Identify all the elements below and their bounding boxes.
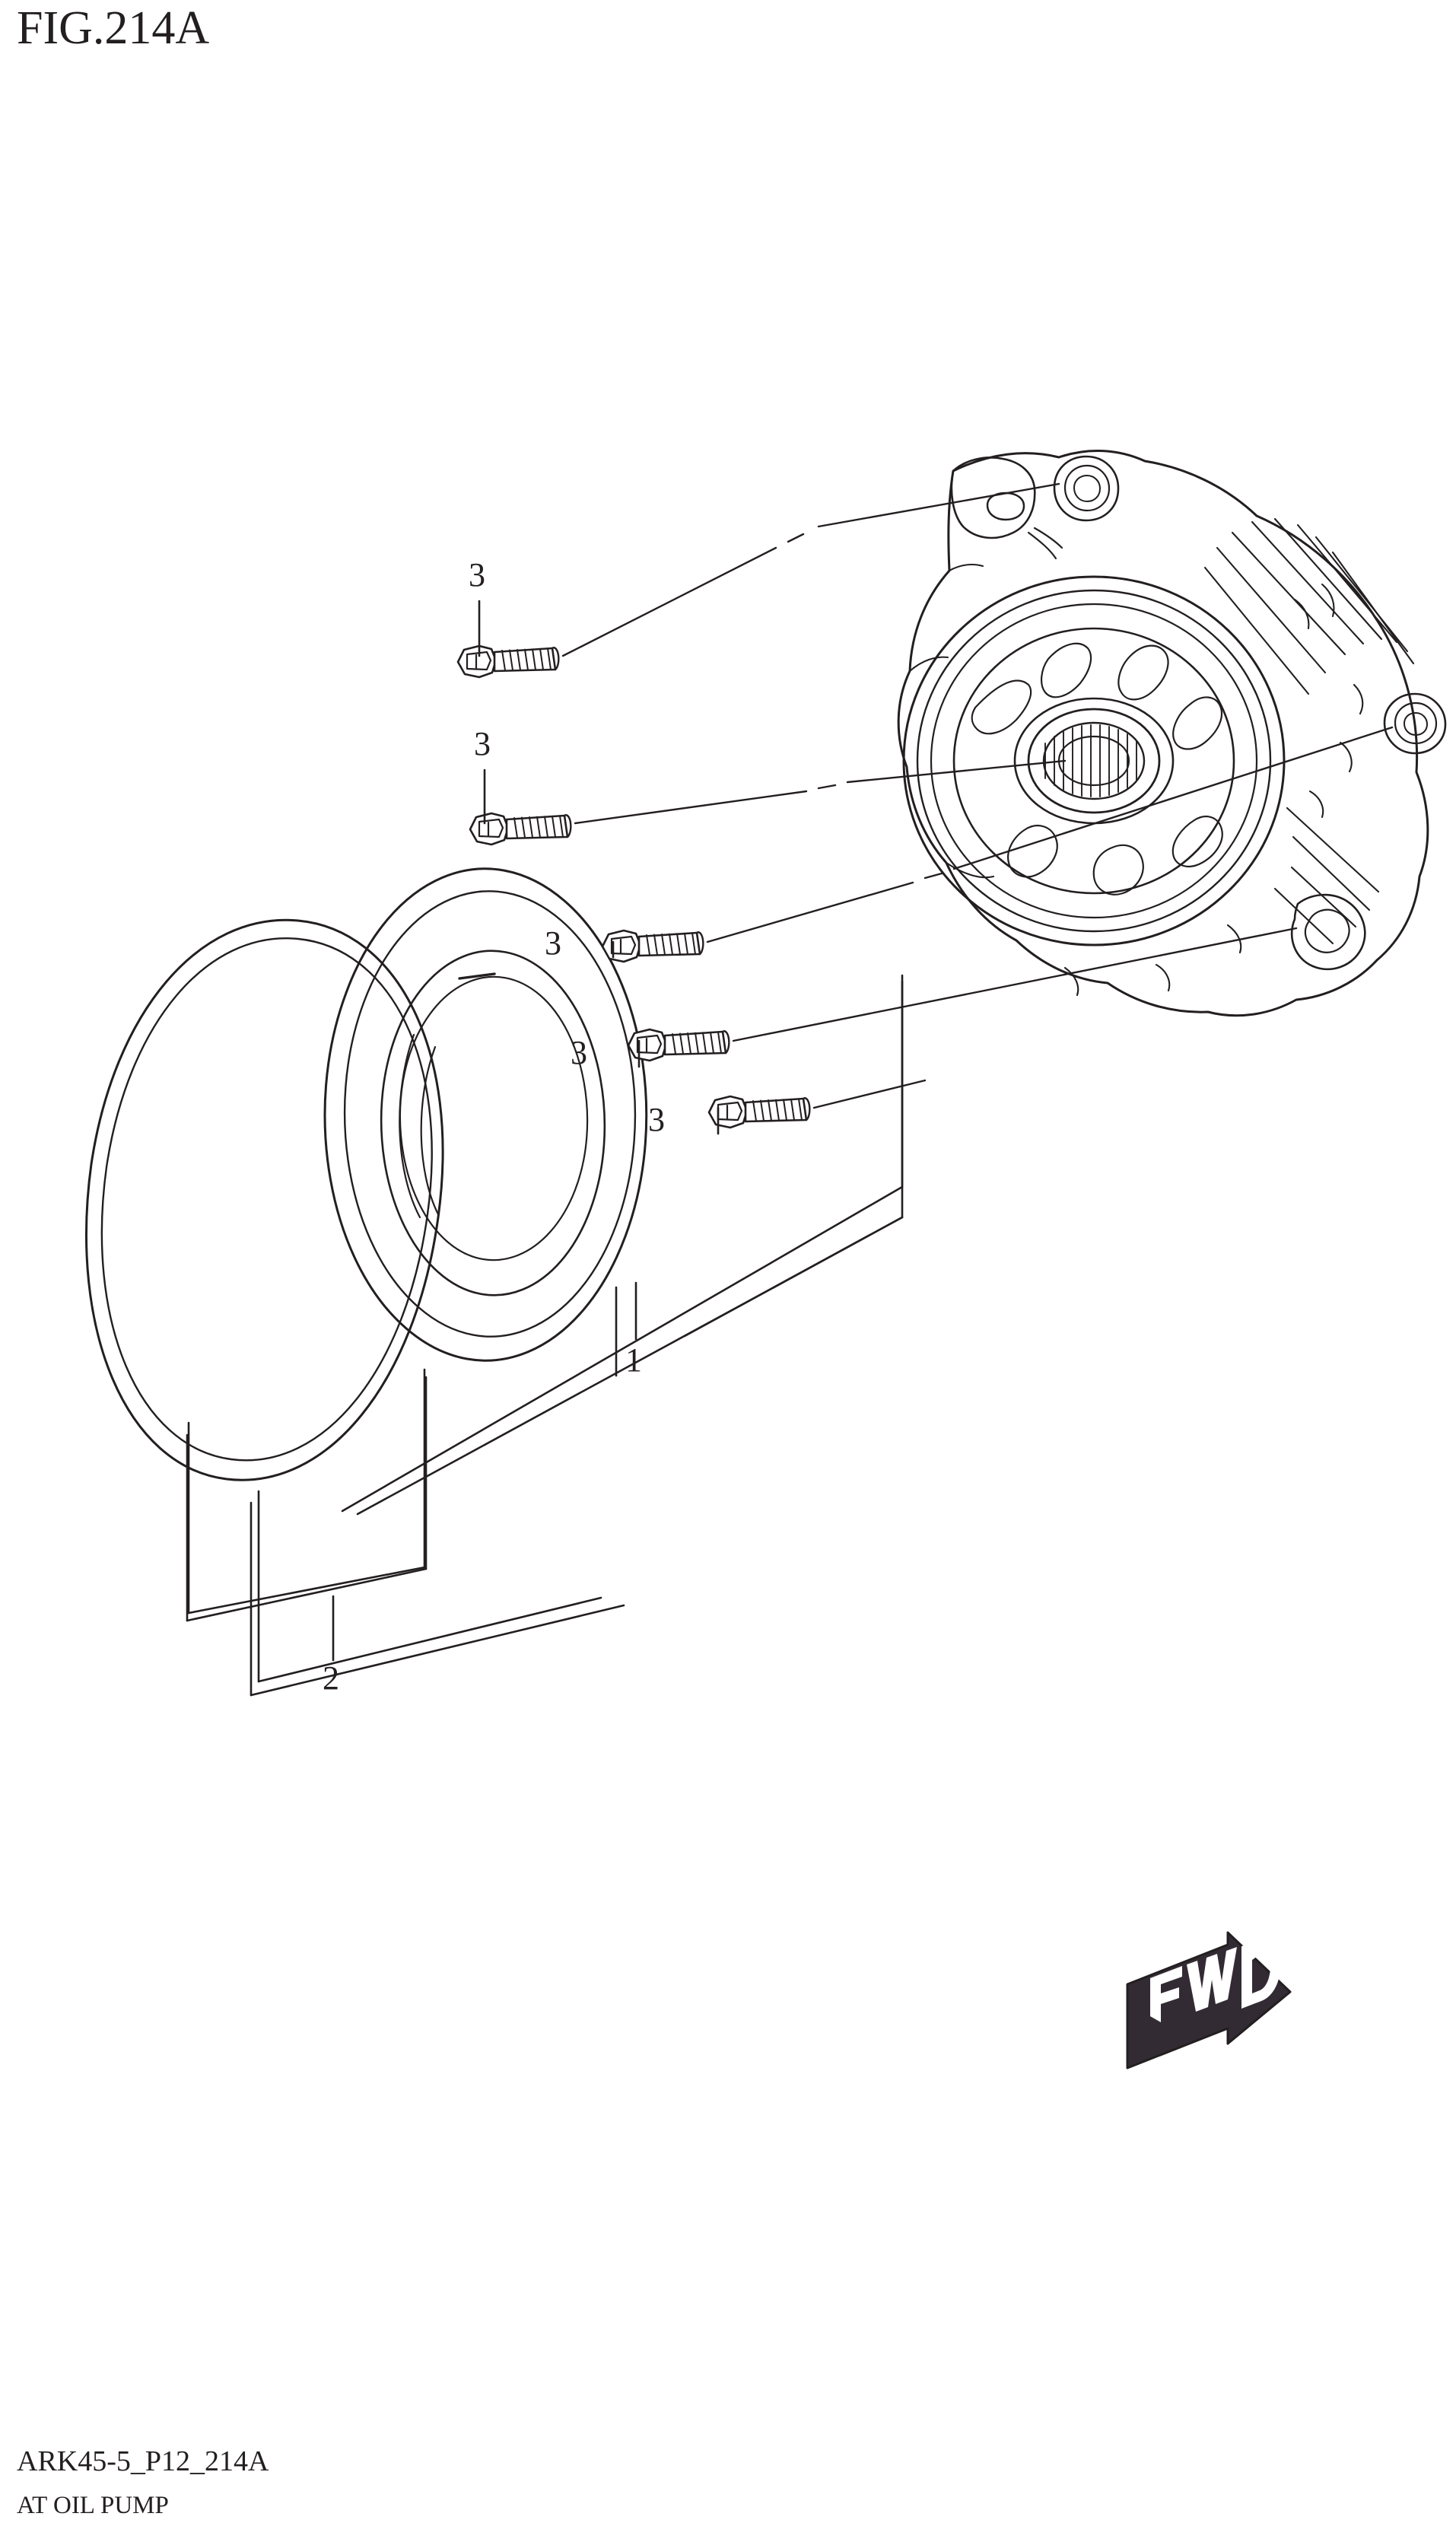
- bolt-callout-3: 3: [545, 924, 561, 962]
- flange-bolt-3: [601, 929, 704, 963]
- flange-bolt-4: [627, 1028, 730, 1062]
- assembly-axis-lines: [561, 482, 1394, 1109]
- o-ring: [85, 918, 444, 1481]
- callout-leaders: [478, 600, 720, 1135]
- figure-name: AT OIL PUMP: [17, 2492, 169, 2519]
- bolt-callout-4: 3: [571, 1034, 587, 1071]
- bolt-callout-1: 3: [469, 556, 485, 593]
- fwd-arrow-icon: [1119, 1921, 1300, 2076]
- bolt-callout-2: 3: [474, 725, 491, 762]
- oil-seal: [323, 867, 648, 1362]
- oring-callout: 2: [323, 1659, 339, 1697]
- page-title: FIG.214A: [17, 2, 210, 54]
- grouping-brackets: [187, 974, 904, 1683]
- splined-hub: [1013, 697, 1175, 825]
- figure-code: ARK45-5_P12_214A: [17, 2445, 269, 2477]
- bolt-callout-5: 3: [648, 1101, 665, 1138]
- flange-bolt-1: [456, 644, 560, 679]
- oil-pump-housing: [897, 449, 1447, 1017]
- pump-body-callout: 1: [625, 1341, 642, 1379]
- flange-bolt-5: [707, 1095, 811, 1129]
